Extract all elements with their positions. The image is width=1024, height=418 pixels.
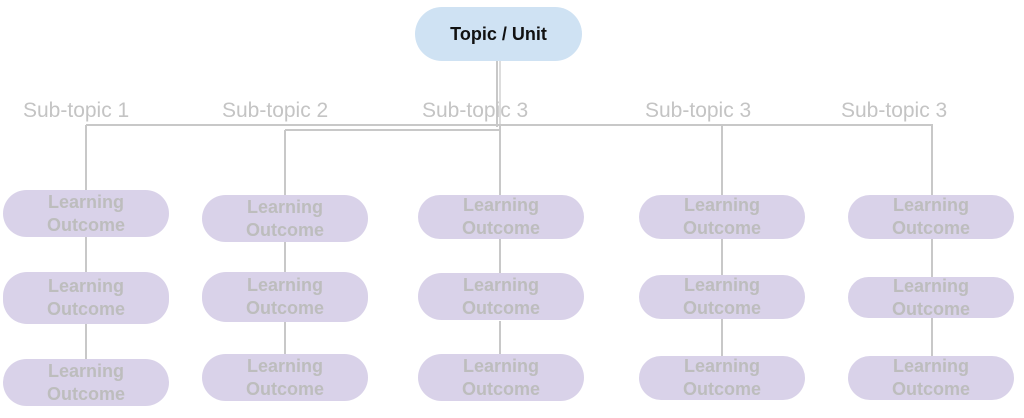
outcome-line-1: Learning	[47, 276, 124, 296]
outcome-line-2: Outcome	[891, 379, 970, 399]
outcome-line-2: Outcome	[682, 218, 761, 238]
outcome-line-1: Learning	[892, 195, 969, 215]
outcome-line-1: Learning	[892, 275, 969, 296]
outcome-node[interactable]: Learning Outcome	[848, 356, 1014, 400]
outcome-line-1: Learning	[246, 355, 323, 376]
outcome-node[interactable]: Learning Outcome	[639, 275, 805, 319]
outcome-line-1: Learning	[47, 191, 124, 212]
outcome-line-1: Learning	[47, 360, 124, 381]
outcome-line-2: Outcome	[682, 379, 761, 399]
subtopic-5-label[interactable]: Sub-topic 3	[841, 99, 948, 122]
outcome-line-1: Learning	[683, 195, 760, 215]
outcome-node[interactable]: Learning Outcome	[639, 195, 805, 239]
outcome-line-1: Learning	[892, 356, 969, 376]
subtopic-4-label[interactable]: Sub-topic 3	[645, 99, 752, 122]
outcome-line-2: Outcome	[461, 218, 540, 238]
outcome-node[interactable]: Learning Outcome	[3, 272, 169, 324]
outcome-node[interactable]: Learning Outcome	[418, 354, 584, 401]
outcome-line-2: Outcome	[245, 378, 324, 399]
outcome-line-2: Outcome	[46, 214, 125, 235]
outcome-node[interactable]: Learning Outcome	[848, 195, 1014, 239]
outcome-node[interactable]: Learning Outcome	[202, 272, 368, 322]
outcome-node[interactable]: Learning Outcome	[202, 195, 368, 242]
subtopic-2-label[interactable]: Sub-topic 2	[222, 99, 329, 122]
subtopic-3-label[interactable]: Sub-topic 3	[422, 99, 529, 122]
outcome-line-2: Outcome	[46, 383, 125, 404]
outcome-line-1: Learning	[683, 275, 760, 295]
outcome-node[interactable]: Learning Outcome	[639, 356, 805, 400]
outcome-line-1: Learning	[683, 356, 760, 376]
outcome-node[interactable]: Learning Outcome	[418, 195, 584, 239]
outcome-node[interactable]: Learning Outcome	[202, 354, 368, 401]
outcome-line-1: Learning	[246, 275, 323, 295]
outcome-line-1: Learning	[462, 355, 539, 376]
outcome-line-1: Learning	[462, 195, 539, 215]
outcome-line-2: Outcome	[461, 378, 540, 399]
subtopic-1-label[interactable]: Sub-topic 1	[23, 99, 130, 122]
outcome-node[interactable]: Learning Outcome	[848, 275, 1014, 319]
root-node-label: Topic / Unit	[450, 23, 547, 44]
outcome-line-2: Outcome	[245, 298, 324, 318]
outcome-line-2: Outcome	[245, 219, 324, 240]
outcome-line-1: Learning	[462, 274, 539, 295]
outcome-node[interactable]: Learning Outcome	[3, 359, 169, 406]
outcome-line-2: Outcome	[682, 298, 761, 318]
outcome-line-2: Outcome	[461, 297, 540, 318]
root-node[interactable]: Topic / Unit	[415, 7, 582, 61]
outcome-line-2: Outcome	[46, 299, 125, 319]
outcome-line-1: Learning	[246, 196, 323, 217]
outcome-line-2: Outcome	[891, 218, 970, 238]
outcome-node[interactable]: Learning Outcome	[418, 273, 584, 320]
outcome-node[interactable]: Learning Outcome	[3, 190, 169, 237]
outcome-line-2: Outcome	[891, 298, 970, 319]
